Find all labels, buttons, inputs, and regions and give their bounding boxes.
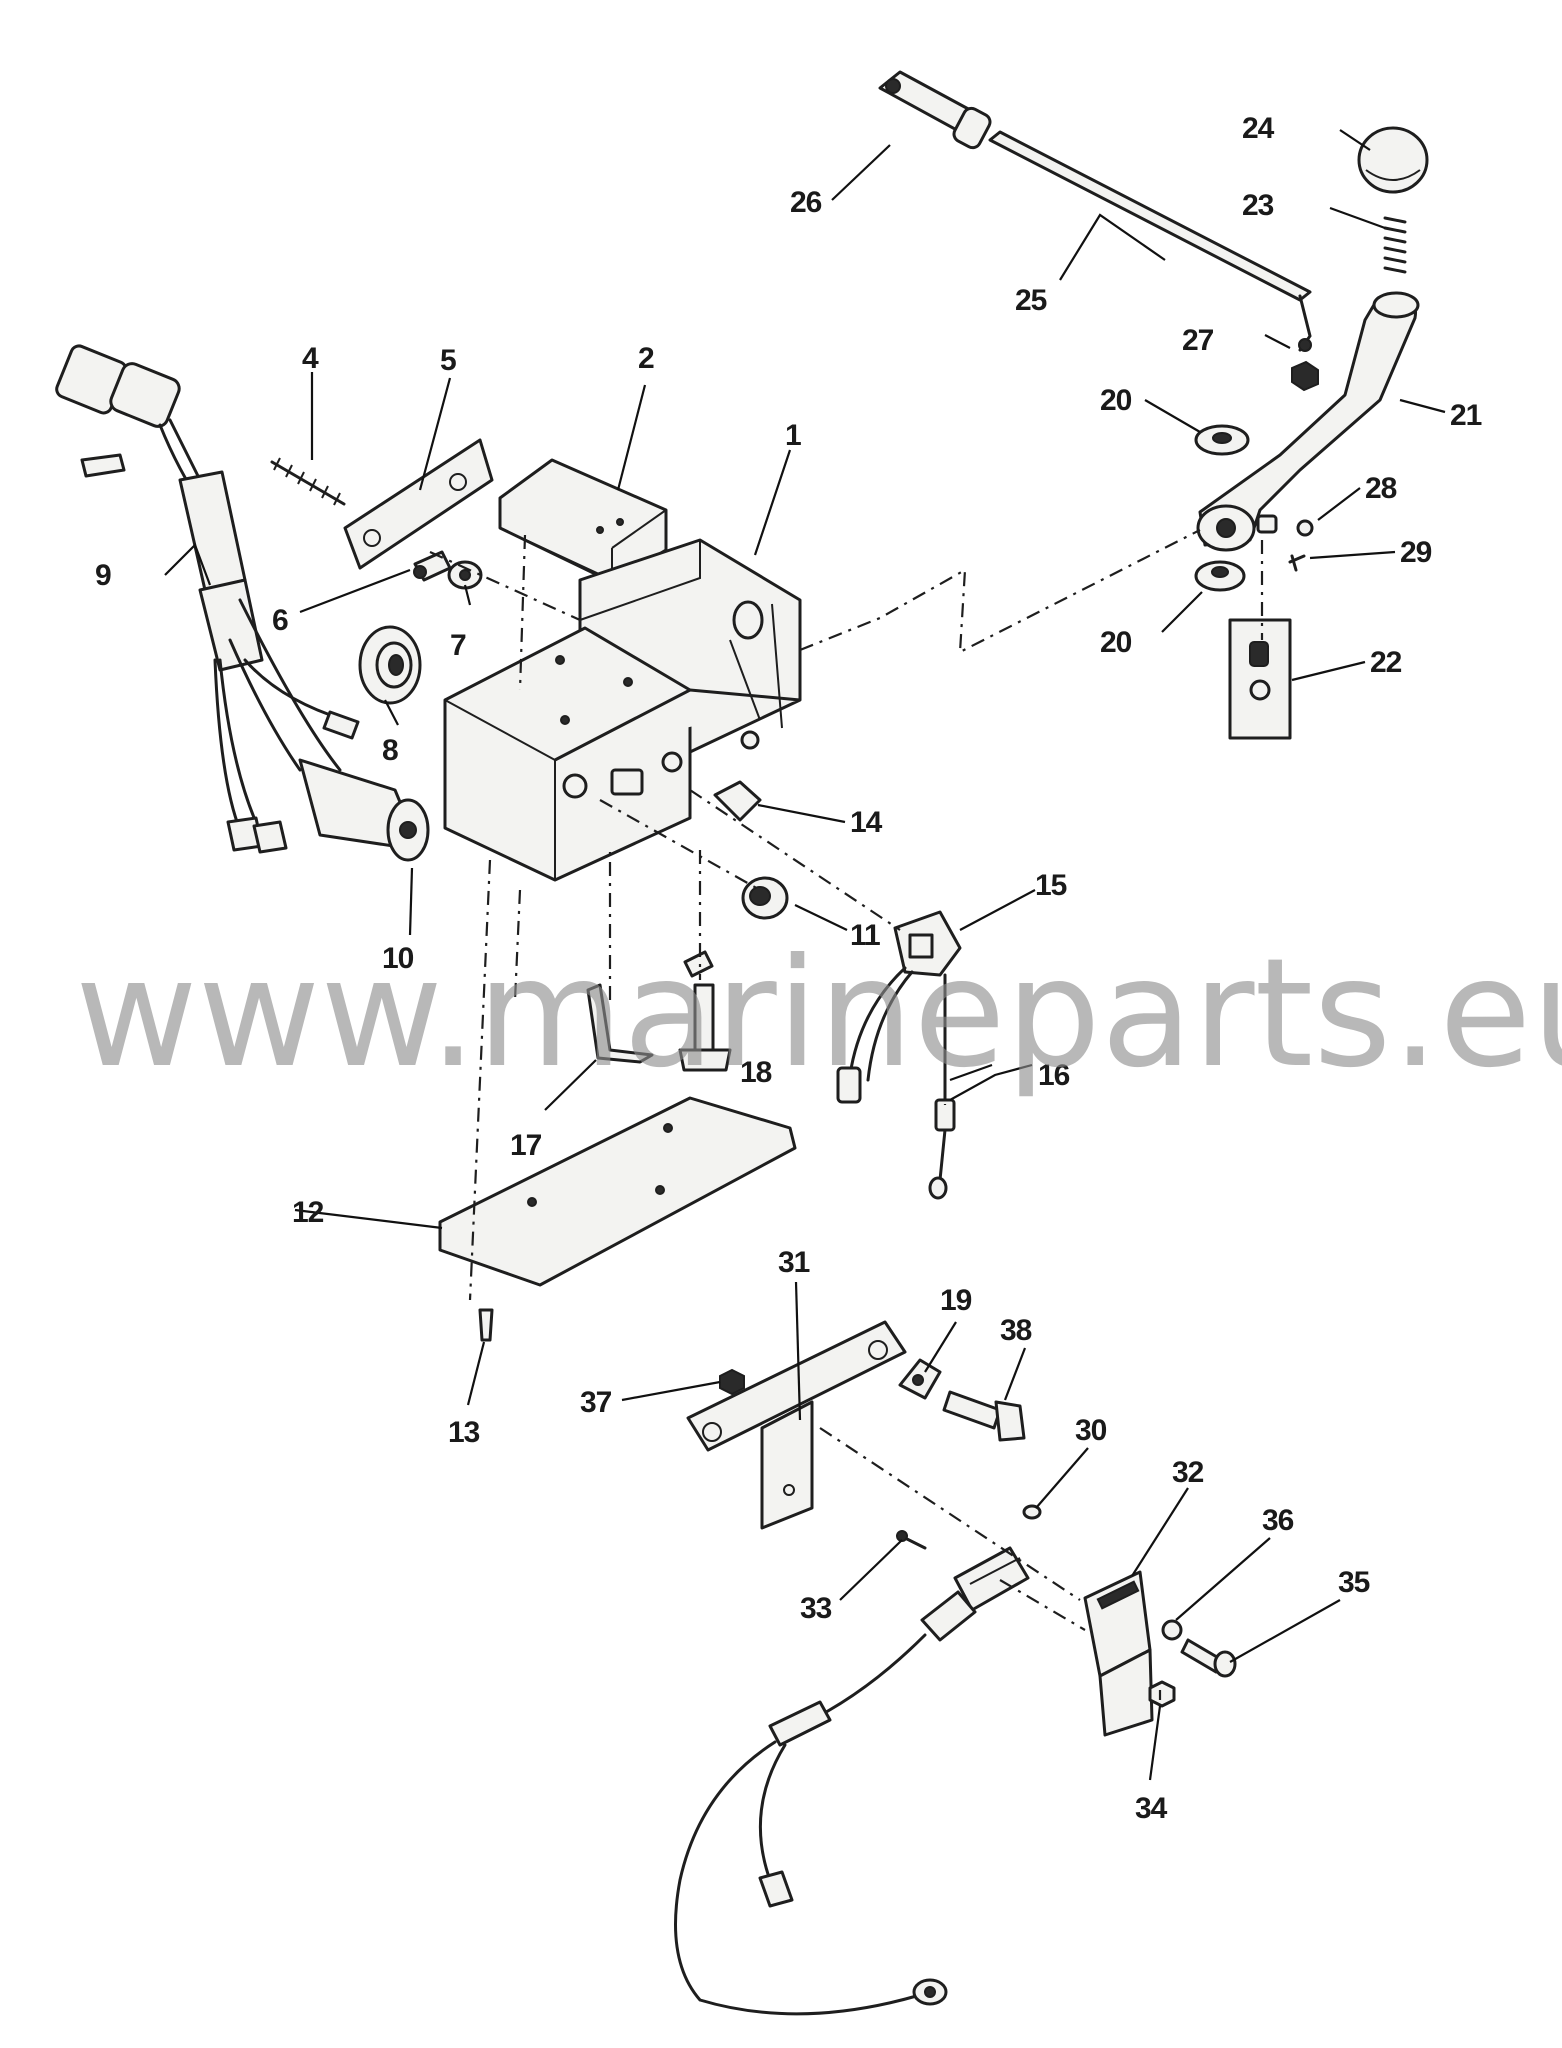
callout-6: 6: [272, 604, 288, 637]
part-38-bolt: [942, 1390, 1026, 1442]
callout-20-upper: 20: [1100, 384, 1132, 417]
callout-25: 25: [1015, 284, 1047, 317]
part-6-screw: [413, 550, 452, 582]
callout-26: 26: [790, 186, 822, 219]
part-37-nut: [719, 1368, 745, 1396]
callout-9: 9: [95, 559, 111, 592]
assembly-lines: [429, 529, 1201, 1700]
part-13-screw: [478, 1308, 494, 1342]
callout-21: 21: [1450, 399, 1482, 432]
leader-lines: [164, 129, 1446, 1781]
callout-31: 31: [778, 1246, 810, 1279]
callout-35: 35: [1338, 1566, 1370, 1599]
part-34-nut: [1148, 1680, 1176, 1708]
callout-12: 12: [292, 1196, 324, 1229]
callout-28: 28: [1365, 472, 1397, 505]
part-27-nut: [1291, 360, 1319, 392]
part-25-shift-rod: [988, 130, 1312, 352]
watermark-text: www.marineparts.eu: [75, 927, 1562, 1101]
callout-24: 24: [1242, 112, 1275, 145]
callout-8: 8: [382, 734, 398, 767]
part-20-washer-lower: [1194, 560, 1246, 592]
part-24-knob: [1357, 126, 1429, 194]
part-12-cover-plate: [438, 1096, 797, 1287]
callout-29: 29: [1400, 536, 1432, 569]
callout-14: 14: [850, 806, 883, 839]
callout-1: 1: [785, 419, 801, 452]
part-15-switch: [836, 910, 962, 1104]
callout-numbers: 26 25 24 23 27 20 21 28 29 20 22 2 1 4 5…: [95, 112, 1483, 1825]
callout-30: 30: [1075, 1414, 1107, 1447]
part-4-spring: [270, 457, 346, 506]
callout-36: 36: [1262, 1504, 1294, 1537]
part-30-washer: [1022, 1504, 1042, 1520]
part-3-clip: [683, 950, 714, 978]
part-28-washer: [1296, 519, 1314, 537]
callout-7: 7: [450, 629, 466, 662]
callout-17: 17: [510, 1129, 542, 1162]
part-21-lever-arm: [1196, 291, 1420, 552]
callout-18: 18: [740, 1056, 772, 1089]
callout-10: 10: [382, 942, 414, 975]
part-31-bracket: [686, 1320, 907, 1530]
part-19-clip: [898, 1358, 942, 1400]
part-17-bracket: [586, 983, 654, 1064]
part-36-washer: [1161, 1619, 1183, 1641]
part-8-grommet: [358, 625, 422, 705]
part-11-nut: [741, 876, 789, 920]
callout-20-lower: 20: [1100, 626, 1132, 659]
part-20-washer-upper: [1194, 424, 1250, 456]
callout-4: 4: [302, 342, 319, 375]
part-14-button: [713, 780, 762, 822]
part-22-detent-set: [1228, 540, 1292, 740]
part-9-wiring-harness: [55, 344, 360, 854]
callout-38: 38: [1000, 1314, 1032, 1347]
part-10-plug: [298, 758, 430, 862]
part-35-bolt: [1180, 1638, 1237, 1678]
callout-5: 5: [440, 344, 456, 377]
callout-16: 16: [1038, 1059, 1070, 1092]
part-23-spring: [1383, 216, 1407, 274]
part-26-cable-end: [878, 70, 992, 150]
callout-23: 23: [1242, 189, 1274, 222]
part-7-nut: [447, 560, 483, 590]
callout-33: 33: [800, 1592, 832, 1625]
callout-15: 15: [1035, 869, 1067, 902]
callout-32: 32: [1172, 1456, 1204, 1489]
callout-11: 11: [850, 919, 880, 952]
part-32-bracket: [1083, 1570, 1154, 1737]
callout-34: 34: [1135, 1792, 1168, 1825]
callout-27: 27: [1182, 324, 1214, 357]
callout-19: 19: [940, 1284, 972, 1317]
part-18-bolt: [678, 983, 732, 1072]
part-29-pin: [1288, 554, 1306, 572]
part-5-plate: [343, 438, 494, 570]
lower-switch-cable: [674, 1546, 1030, 2016]
callout-22: 22: [1370, 646, 1402, 679]
callout-37: 37: [580, 1386, 612, 1419]
callout-13: 13: [448, 1416, 480, 1449]
callout-2: 2: [638, 342, 654, 375]
